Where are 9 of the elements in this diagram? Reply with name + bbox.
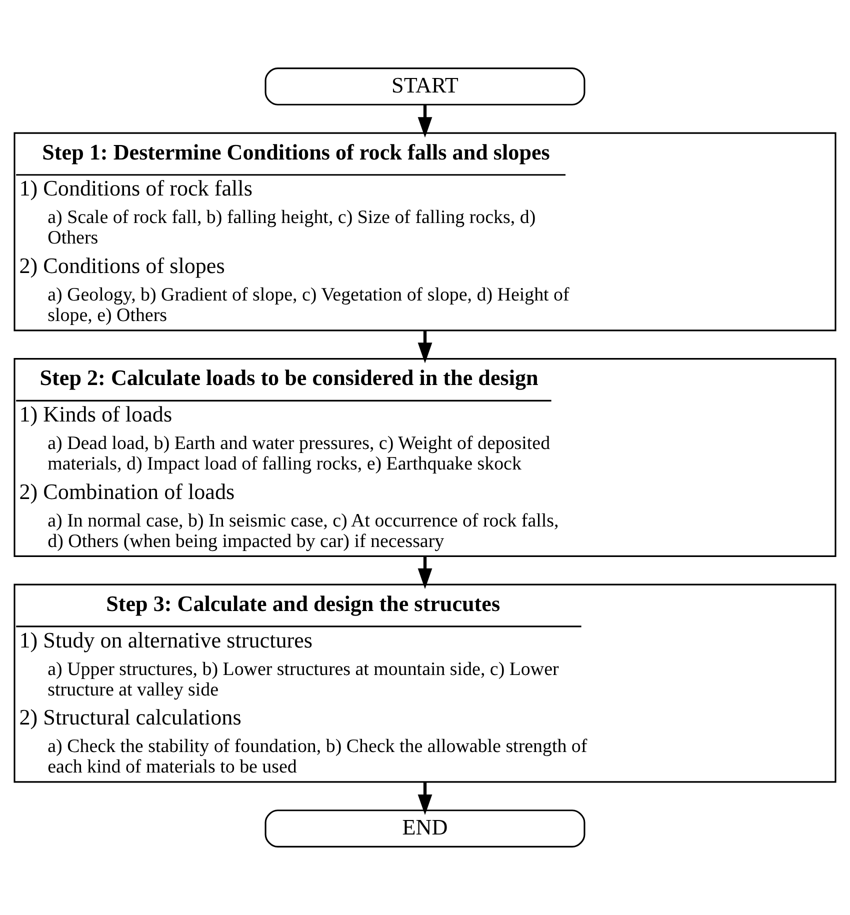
node-box: Step 3: Calculate and design the strucutes 1) Study on alternative structures a) Upper structures, b) Lower structures at mountain side, c) Lower structure at valley side 2) Structural calculations a) Check the stability of foundation, b) Check the allowable strength of each kind of materials to be used [14,584,836,783]
arrow [418,104,432,138]
arrow [418,782,432,816]
node-box: Step 2: Calculate loads to be considered in the design 1) Kinds of loads a) Dead load, b) Earth and water pressures, c) Weight of deposited materials, d) Impact load of falling rocks, e) Earthquake skock 2) Combination of loads a) In normal case, b) In seismic case, c) At occurrence of rock falls, d) Others (when being impacted by car) if necessary [14,358,836,557]
node-box: Step 1: Destermine Conditions of rock falls and slopes 1) Conditions of rock falls a) Scale of rock fall, b) falling height, c) Size of falling rocks, d) Others 2) Conditions of slopes a) Geology, b) Gradient of slope, c) Vegetation of slope, d) Height of slope, e) Others [14,132,836,332]
node-box: END [264,810,586,848]
node-box: START [264,68,586,106]
arrow [418,330,432,364]
arrow [418,556,432,589]
